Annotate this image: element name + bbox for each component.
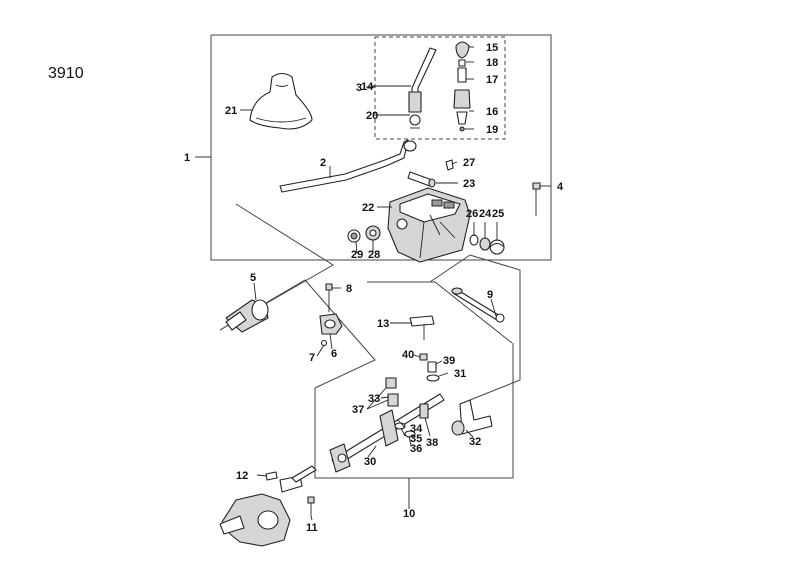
callout-4: 4 xyxy=(557,181,564,193)
callout-1: 1 xyxy=(184,152,190,164)
bolt-40-part xyxy=(419,353,428,361)
block-6-part xyxy=(319,313,343,335)
bushing-24-part xyxy=(479,237,491,251)
callout-13: 13 xyxy=(377,318,389,330)
clip-part xyxy=(445,159,454,171)
callout-35: 35 xyxy=(410,433,422,445)
figure-number: 3910 xyxy=(48,65,84,82)
callout-12: 12 xyxy=(236,470,248,482)
callout-39: 39 xyxy=(443,355,455,367)
shift-housing-part xyxy=(387,187,471,263)
callout-31: 31 xyxy=(454,368,466,380)
bushing-28-part xyxy=(365,225,381,241)
connector-line-13 xyxy=(367,281,513,344)
callout-32: 32 xyxy=(469,436,481,448)
callout-19: 19 xyxy=(486,124,498,136)
nut-7-part xyxy=(320,339,328,347)
callout-18: 18 xyxy=(486,57,498,69)
callout-11: 11 xyxy=(306,522,318,534)
sleeve-33-part xyxy=(385,377,399,407)
callout-10: 10 xyxy=(403,508,415,520)
bracket-32-part xyxy=(451,399,493,436)
selector-shaft-30-part xyxy=(329,393,445,473)
washer-36-part xyxy=(404,430,416,438)
callout-8: 8 xyxy=(346,283,352,295)
callout-labels: 1 2 3 4 5 6 7 8 9 10 11 12 13 14 15 16 1… xyxy=(184,42,564,534)
callout-2: 2 xyxy=(320,157,326,169)
callout-15: 15 xyxy=(486,42,498,54)
callout-26: 26 xyxy=(466,208,478,220)
callout-38: 38 xyxy=(426,437,438,449)
leader-lines xyxy=(195,46,551,521)
shift-lever-part xyxy=(408,47,437,129)
sleeve-38-part xyxy=(419,403,429,419)
callout-36: 36 xyxy=(410,443,422,455)
connector-line-5-6 xyxy=(219,279,376,389)
assembly-3-frame xyxy=(374,36,506,140)
bolt-8-part xyxy=(325,283,333,312)
assembly-1-frame xyxy=(210,34,552,261)
callout-17: 17 xyxy=(486,74,498,86)
callout-9: 9 xyxy=(487,289,493,301)
bushing-assembly-5-part xyxy=(225,299,269,333)
callout-22: 22 xyxy=(362,202,374,214)
callout-6: 6 xyxy=(331,348,337,360)
bolt-11-part xyxy=(307,496,315,516)
callout-23: 23 xyxy=(463,178,475,190)
cap-25-part xyxy=(489,239,505,255)
callout-16: 16 xyxy=(486,106,498,118)
spring-39-part xyxy=(427,361,437,373)
callout-34: 34 xyxy=(410,423,423,435)
transmission-housing-part xyxy=(219,465,317,547)
callout-20: 20 xyxy=(366,110,378,122)
callout-7: 7 xyxy=(309,352,315,364)
connector-line-9 xyxy=(429,254,521,401)
screw-4-part xyxy=(532,182,541,216)
ring-29-part xyxy=(347,229,361,243)
callout-14: 14 xyxy=(361,81,374,93)
clip-12-part xyxy=(265,471,278,481)
callout-24: 24 xyxy=(479,208,492,220)
shift-rod-part xyxy=(279,139,417,193)
bolt-23-part xyxy=(407,171,436,188)
knob-stack-part xyxy=(453,41,471,132)
callout-33: 33 xyxy=(368,393,380,405)
callout-30: 30 xyxy=(364,456,376,468)
assembly-10-frame xyxy=(314,343,514,479)
shift-boot-part xyxy=(249,72,313,130)
callout-3: 3 xyxy=(356,82,362,94)
callout-27: 27 xyxy=(463,157,475,169)
rod-9-part xyxy=(451,287,505,323)
callout-37: 37 xyxy=(352,404,364,416)
washer-26-part xyxy=(469,234,479,246)
callout-5: 5 xyxy=(250,272,256,284)
washer-31-part xyxy=(426,374,440,382)
callout-21: 21 xyxy=(225,105,237,117)
callout-25: 25 xyxy=(492,208,504,220)
bracket-13-part xyxy=(409,315,435,340)
callout-40: 40 xyxy=(402,349,414,361)
callout-28: 28 xyxy=(368,249,380,261)
callout-29: 29 xyxy=(351,249,363,261)
